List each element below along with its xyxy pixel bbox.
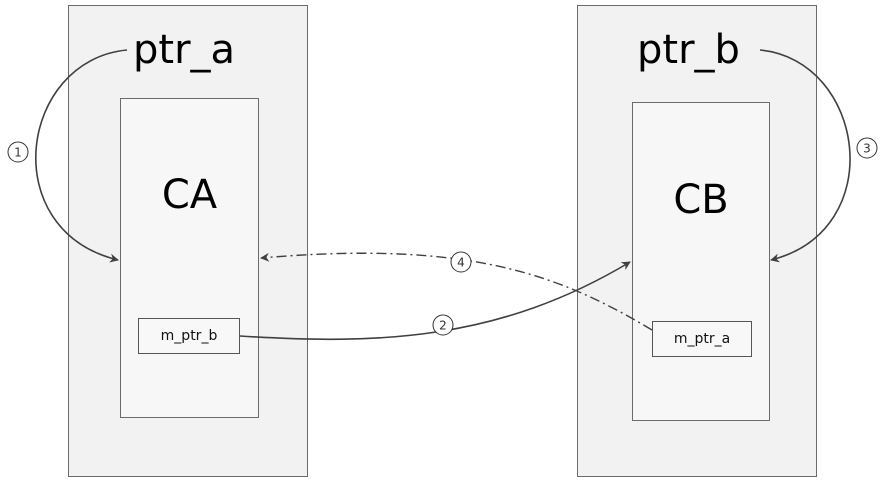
cb-label: CB [673,177,729,223]
step-4-marker: 4 [450,251,472,273]
svg-text:1: 1 [14,146,22,160]
svg-text:3: 3 [863,142,871,156]
ca-box [120,98,259,418]
ptr-a-label: ptr_a [129,30,240,70]
svg-text:4: 4 [457,256,465,270]
svg-text:2: 2 [439,319,447,333]
m-ptr-a-box: m_ptr_a [652,321,752,357]
m-ptr-b-box: m_ptr_b [138,318,240,354]
m-ptr-b-label: m_ptr_b [160,328,218,344]
step-1-marker: 1 [7,141,29,163]
ptr-b-label: ptr_b [633,30,744,70]
step-2-marker: 2 [432,314,454,336]
cb-box [632,102,770,421]
ca-label: CA [161,172,218,218]
arrow-1 [35,49,128,263]
arrow-4 [260,252,653,331]
step-3-marker: 3 [856,137,878,159]
m-ptr-a-label: m_ptr_a [673,331,731,347]
arrow-3 [759,49,851,263]
